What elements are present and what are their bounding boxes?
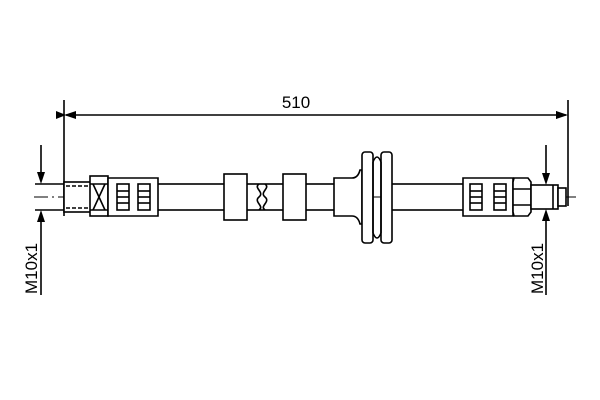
length-value: 510 xyxy=(282,93,310,112)
right-thread-label: M10x1 xyxy=(528,243,547,294)
length-dimension: 510 xyxy=(56,93,569,216)
clamp-block-right xyxy=(282,173,307,221)
left-fitting xyxy=(63,175,159,217)
right-thread-callout: M10x1 xyxy=(528,145,550,295)
left-thread-callout: M10x1 xyxy=(22,145,64,295)
bracket-grommet xyxy=(333,151,393,244)
clamp-block-left xyxy=(223,173,248,221)
right-fitting xyxy=(462,177,567,217)
left-thread-label: M10x1 xyxy=(22,243,41,294)
hose xyxy=(155,183,466,211)
